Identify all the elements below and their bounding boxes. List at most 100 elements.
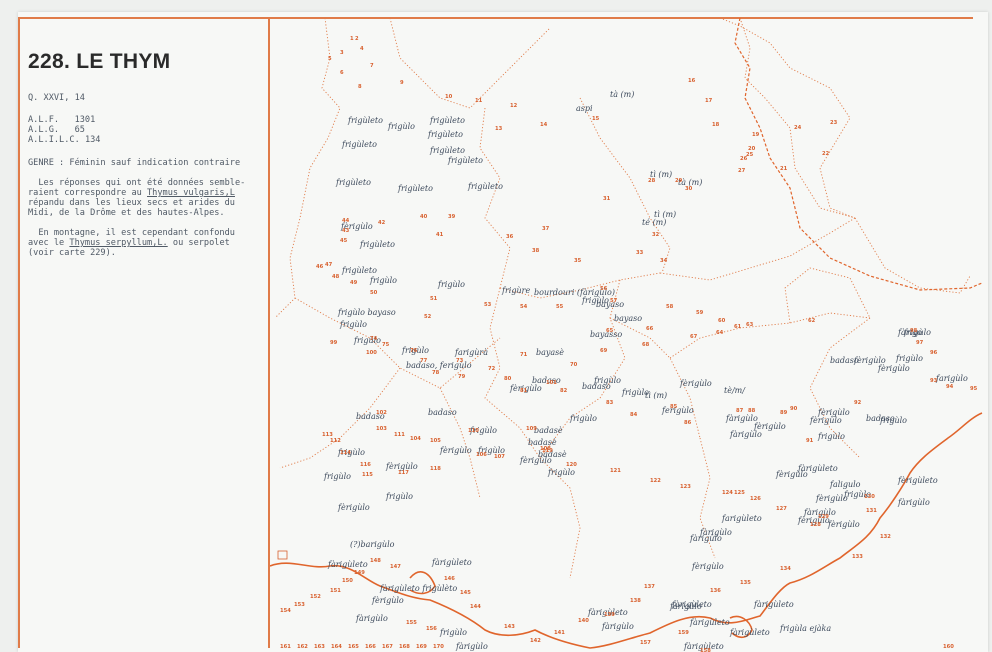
species-name: Thymus serpyllum,L. <box>69 238 168 248</box>
map-point-number: 111 <box>394 432 405 438</box>
map-dialect-form: frigùlo <box>438 280 465 289</box>
map-dialect-form: tì (m) <box>645 391 668 400</box>
map-point-number: 129 <box>818 514 829 520</box>
map-dialect-form: frigùleto <box>360 240 395 249</box>
map-point-number: 128 <box>810 522 821 528</box>
map-point-number: 14 <box>540 122 548 128</box>
map-point-number: 121 <box>610 468 621 474</box>
map-point-number: 95 <box>970 386 978 392</box>
map-dialect-form: frigùleto <box>428 130 463 139</box>
map-dialect-form: fèrigùleto <box>898 476 938 485</box>
map-point-number: 100 <box>366 350 377 356</box>
map-dialect-form: frigùlo <box>896 354 923 363</box>
map-dialect-form: fàrigùleto <box>672 600 712 609</box>
map-point-number: 1 <box>350 36 354 42</box>
map-dialect-form: frigùleto <box>430 116 465 125</box>
note-para-2-line: En montagne, il est cependant confondu <box>28 228 235 238</box>
map-dialect-form: fàrigùleto <box>432 558 472 567</box>
map-dialect-form: farigùlo <box>936 374 968 383</box>
national-border <box>734 18 983 291</box>
map-point-number: 168 <box>399 644 410 650</box>
map-dialect-form: fàrigùleto <box>684 642 724 651</box>
map-point-number: 63 <box>746 322 754 328</box>
map-dialect-form: fèrigùlo <box>692 562 724 571</box>
map-dialect-form: farigùleto <box>722 514 762 523</box>
map-point-number: 155 <box>406 620 417 626</box>
map-dialect-form: frigùlo <box>548 468 575 477</box>
map-point-number: 2 <box>355 36 359 42</box>
map-dialect-form: fèrigùlo <box>386 462 418 471</box>
region-boundary <box>739 18 856 219</box>
map-point-number: 32 <box>652 232 660 238</box>
map-point-number: 47 <box>325 262 333 268</box>
atlas-ref-name: A.L.G. <box>28 125 60 135</box>
map-dialect-form: frigùlo <box>478 446 505 455</box>
map-point-number: 120 <box>566 462 577 468</box>
map-dialect-form: fèrigùlo <box>338 503 370 512</box>
map-point-number: 90 <box>790 406 798 412</box>
map-point-number: 166 <box>365 644 376 650</box>
map-dialect-form: frigùlo <box>818 432 845 441</box>
map-point-number: 125 <box>734 490 745 496</box>
map-point-number: 117 <box>398 470 409 476</box>
map-point-number: 127 <box>776 506 787 512</box>
map-point-number: 10 <box>445 94 453 100</box>
map-dialect-form: tì (m) <box>650 170 673 179</box>
atlas-ref-name: A.L.F. <box>28 115 60 125</box>
map-point-number: 53 <box>484 302 492 308</box>
map-point-number: 46 <box>316 264 324 270</box>
map-point-number: 27 <box>738 168 746 174</box>
map-dialect-form: fèrigùlo <box>341 222 373 231</box>
map-point-number: 41 <box>436 232 444 238</box>
region-boundary <box>669 312 871 359</box>
map-point-number: 28 <box>648 178 656 184</box>
map-dialect-form: fèrigùlo <box>680 379 712 388</box>
note-text: ou serpolet <box>167 238 230 248</box>
map-point-number: 149 <box>354 570 365 576</box>
map-dialect-form: fàrigùlo <box>456 642 488 651</box>
map-dialect-form: frigùlo <box>470 426 497 435</box>
atlas-ref-number: 65 <box>74 125 85 135</box>
map-point-number: 109 <box>526 426 537 432</box>
coastline <box>729 615 753 639</box>
map-dialect-form: frigùleto <box>342 266 377 275</box>
map-point-number: 72 <box>488 366 496 372</box>
map-point-number: 102 <box>376 410 387 416</box>
map-point-number: 52 <box>424 314 432 320</box>
region-boundary <box>784 267 871 324</box>
map-point-number: 7 <box>370 63 374 69</box>
map-point-number: 98 <box>910 328 918 334</box>
map-dialect-form: fàrigùleto <box>588 608 628 617</box>
map-dialect-form: fàrigo <box>898 328 923 337</box>
map-dialect-form: fàrigùleto <box>328 560 368 569</box>
map-point-number: 54 <box>520 304 528 310</box>
map-point-number: 50 <box>370 290 378 296</box>
region-boundary <box>274 18 341 319</box>
map-point-number: 142 <box>530 638 541 644</box>
map-point-number: 126 <box>750 496 761 502</box>
map-dialect-form: tà (m) <box>678 178 703 187</box>
map-point-number: 49 <box>350 280 358 286</box>
map-dialect-form: frigùlo <box>340 320 367 329</box>
map-point-number: 74 <box>370 336 378 342</box>
map-point-number: 110 <box>468 428 479 434</box>
map-point-number: 124 <box>722 490 733 496</box>
map-point-number: 75 <box>382 342 390 348</box>
map-point-number: 123 <box>680 484 691 490</box>
map-dialect-form: fèrigùlo <box>816 494 848 503</box>
species-name: Thymus vulgaris,L <box>147 188 235 198</box>
map-point-number: 78 <box>432 370 440 376</box>
map-point-number: 67 <box>690 334 698 340</box>
map-point-number: 51 <box>430 296 438 302</box>
map-point-number: 160 <box>943 644 954 650</box>
map-point-number: 105 <box>430 438 441 444</box>
map-dialect-form: fèrigùlo <box>520 456 552 465</box>
sheet-border-left <box>18 18 20 648</box>
note-text: avec le <box>28 238 70 248</box>
note-para-1-line: Les réponses qui ont été données semble- <box>28 178 246 188</box>
map-point-number: 57 <box>610 298 618 304</box>
map-point-number: 66 <box>646 326 654 332</box>
map-point-number: 83 <box>606 400 614 406</box>
map-point-number: 152 <box>310 594 321 600</box>
note-para-1-line: répandu dans les lieux secs et arides du <box>28 198 235 208</box>
